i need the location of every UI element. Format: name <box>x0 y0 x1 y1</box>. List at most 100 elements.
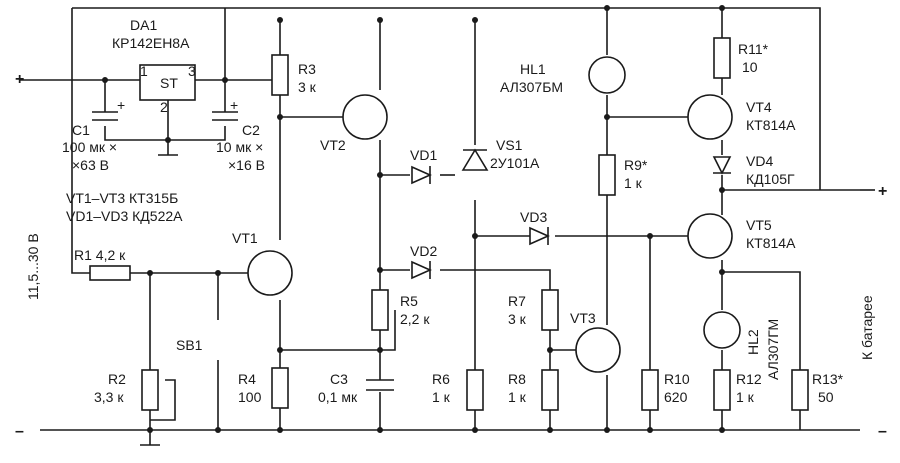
supply-minus-right: – <box>878 423 887 440</box>
r4-val: 100 <box>238 389 262 405</box>
supply-plus-right: + <box>878 183 887 200</box>
r10-ref: R10 <box>664 371 690 387</box>
r3-ref: R3 <box>298 61 316 77</box>
c1-ref: C1 <box>72 122 90 138</box>
c2-plus: + <box>230 97 238 113</box>
r5-body <box>371 289 389 331</box>
da1-ref: DA1 <box>130 17 157 33</box>
r8-ref: R8 <box>508 371 526 387</box>
hl1-body <box>588 56 626 94</box>
vd1-label: VD1 <box>410 147 437 163</box>
hl1-type: АЛ307БМ <box>500 79 563 95</box>
r2-ref: R2 <box>108 371 126 387</box>
da1-pin3: 3 <box>188 63 196 79</box>
supply-range: 11,5...30 В <box>25 233 41 300</box>
r4-ref: R4 <box>238 371 256 387</box>
c2-ref: C2 <box>242 122 260 138</box>
vd3-body <box>529 226 550 246</box>
transistors <box>247 94 733 373</box>
r7-val: 3 к <box>508 311 527 327</box>
resistors <box>89 37 809 411</box>
capacitors <box>92 111 394 391</box>
vt2-body <box>342 94 388 140</box>
hl1-ref: HL1 <box>520 61 546 77</box>
r9-ref: R9* <box>624 157 648 173</box>
vt4-body <box>687 94 733 140</box>
da1-type: КР142ЕН8А <box>112 35 190 51</box>
vt5-type: КТ814А <box>746 235 796 251</box>
sb1-label: SB1 <box>176 337 203 353</box>
r7-ref: R7 <box>508 293 526 309</box>
r6-val: 1 к <box>432 389 451 405</box>
hl2-ref: HL2 <box>745 329 761 355</box>
junctions <box>102 5 725 433</box>
note-vd-group: VD1–VD3 КД522А <box>66 208 183 224</box>
c3-val: 0,1 мк <box>318 389 358 405</box>
r1-body <box>89 265 131 281</box>
r11-ref: R11* <box>738 41 769 57</box>
r5-val: 2,2 к <box>400 311 430 327</box>
r11-val: 10 <box>742 59 758 75</box>
da1-pin2: 2 <box>160 99 168 115</box>
r10-val: 620 <box>664 389 688 405</box>
r9-body <box>598 154 616 196</box>
vd4-type: КД105Г <box>746 171 795 187</box>
c2-val-b: ×16 В <box>228 157 265 173</box>
da1-regulator <box>139 64 196 101</box>
vs1-body <box>461 148 489 171</box>
r3-val: 3 к <box>298 79 317 95</box>
vd3-label: VD3 <box>520 209 547 225</box>
r7-body <box>541 289 559 331</box>
note-vt-group: VT1–VT3 КТ315Б <box>66 190 178 206</box>
vt1-label: VT1 <box>232 230 258 246</box>
vd4-body <box>712 156 732 175</box>
c2-val-a: 10 мк × <box>216 139 263 155</box>
supply-plus-left: + <box>15 71 24 88</box>
r2-body <box>141 369 159 411</box>
vt4-ref: VT4 <box>746 99 772 115</box>
leds <box>588 56 741 349</box>
labels: DA1 КР142ЕН8А 1 3 ST 2 + – + – 11,5...30… <box>15 17 887 440</box>
c1-plus: + <box>117 97 125 113</box>
r8-body <box>541 369 559 411</box>
c1-val-a: 100 мк × <box>62 139 117 155</box>
vd1-body <box>411 165 432 185</box>
vs1-type: 2У101А <box>490 155 540 171</box>
vs1-ref: VS1 <box>496 137 523 153</box>
vt4-type: КТ814А <box>746 117 796 133</box>
r6-body <box>466 369 484 411</box>
r10-body <box>641 369 659 411</box>
r9-val: 1 к <box>624 175 643 191</box>
r1-label: R1 4,2 к <box>74 247 126 263</box>
battery-label: К батарее <box>859 295 875 360</box>
da1-st: ST <box>160 75 178 91</box>
diodes <box>411 148 732 280</box>
vt5-ref: VT5 <box>746 217 772 233</box>
vt3-body <box>575 327 621 373</box>
r2-val: 3,3 к <box>94 389 124 405</box>
wiring <box>20 7 875 446</box>
r8-val: 1 к <box>508 389 527 405</box>
c3-ref: C3 <box>330 371 348 387</box>
vt2-label: VT2 <box>320 137 346 153</box>
r4-body <box>271 367 289 409</box>
r5-ref: R5 <box>400 293 418 309</box>
hl2-body <box>703 311 741 349</box>
r12-body <box>713 369 731 411</box>
r12-ref: R12 <box>736 371 762 387</box>
r12-val: 1 к <box>736 389 755 405</box>
da1-pin1: 1 <box>140 63 148 79</box>
vd2-label: VD2 <box>410 243 437 259</box>
r6-ref: R6 <box>432 371 450 387</box>
r3-body <box>271 54 289 96</box>
vd2-body <box>411 260 432 280</box>
vt5-body <box>687 213 733 259</box>
c1-val-b: ×63 В <box>72 157 109 173</box>
vt3-label: VT3 <box>570 310 596 326</box>
r13-ref: R13* <box>812 371 844 387</box>
vd4-ref: VD4 <box>746 153 773 169</box>
supply-minus-left: – <box>15 423 24 440</box>
r13-val: 50 <box>818 389 834 405</box>
